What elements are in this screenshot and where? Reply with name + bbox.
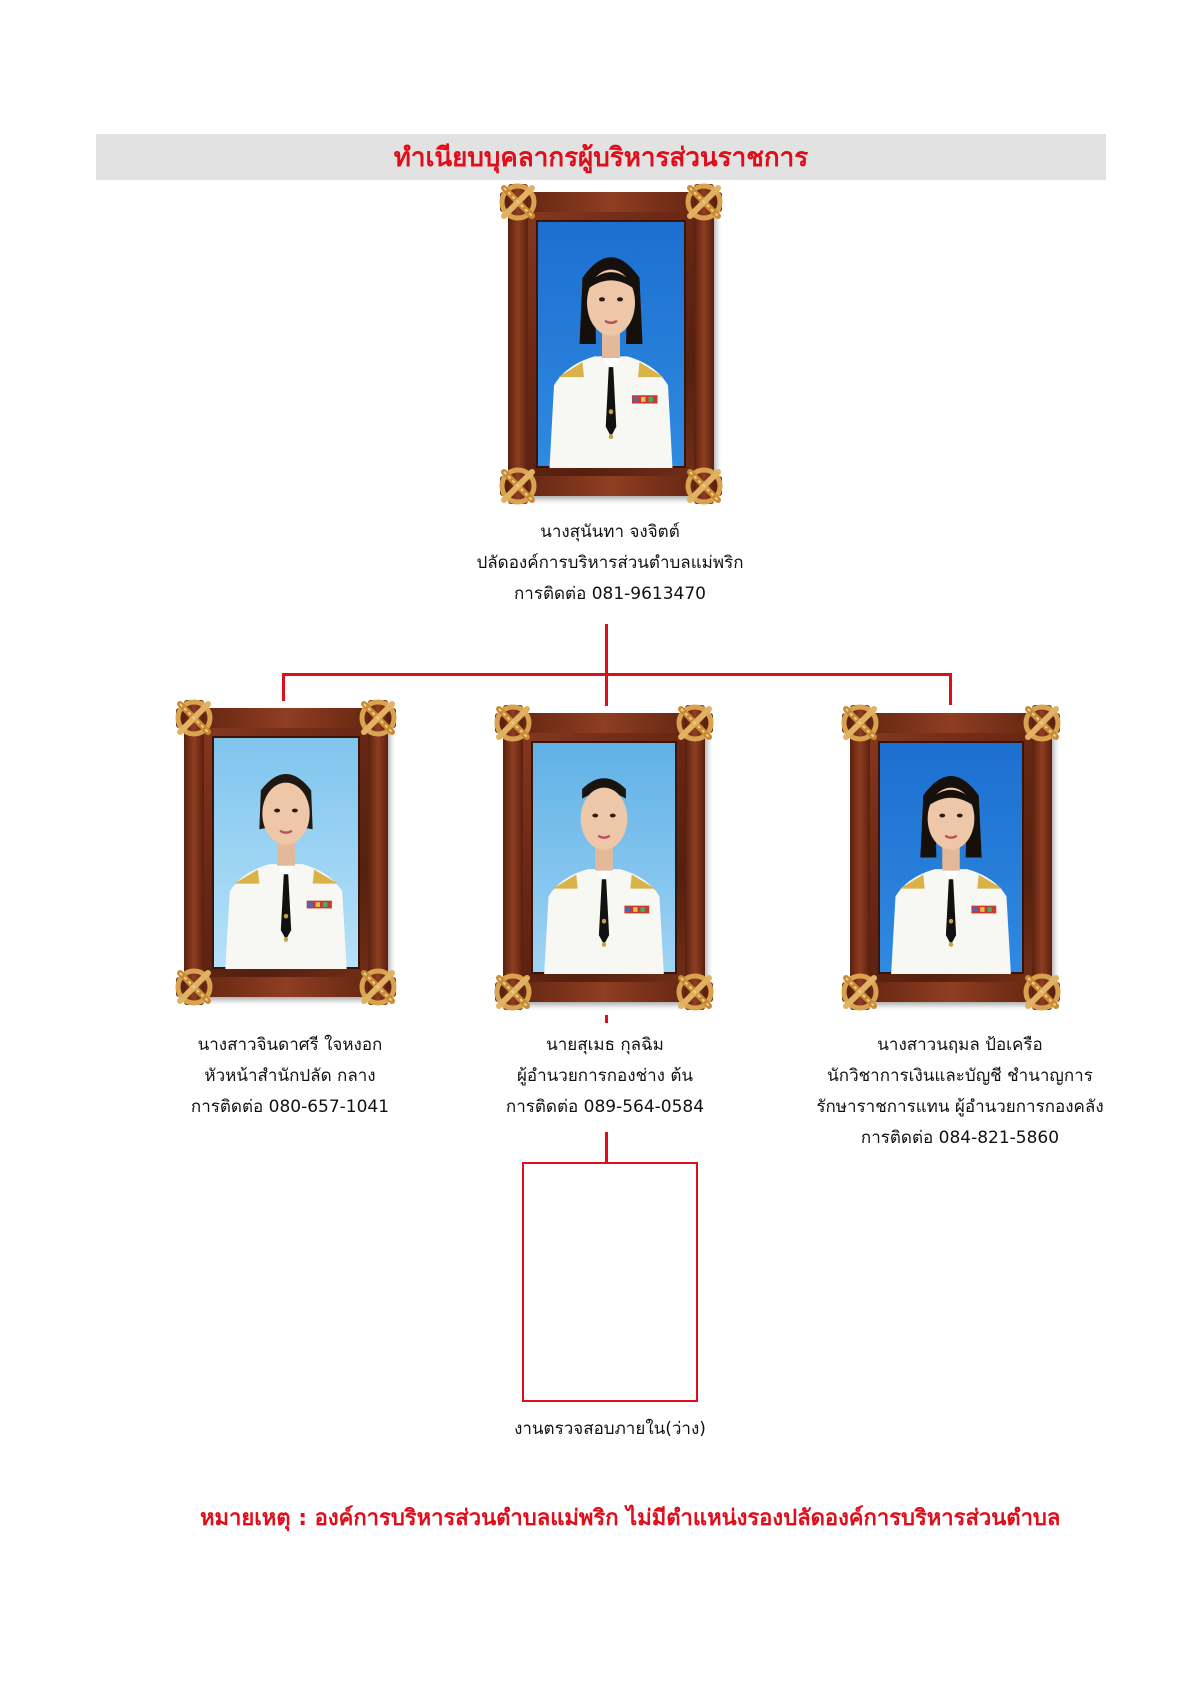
- connector-right-drop: [949, 673, 952, 705]
- top-person-position: ปลัดองค์การบริหารส่วนตำบลแม่พริก: [476, 553, 744, 573]
- frame-stick: [500, 476, 722, 496]
- connector-horizontal: [282, 673, 952, 676]
- frame-stick: [1032, 705, 1052, 1010]
- left-person-contact: การติดต่อ 080-657-1041: [190, 1097, 390, 1117]
- portrait-photo: [212, 736, 360, 969]
- connector-audit: [605, 1132, 608, 1162]
- portrait-frame-left: [174, 698, 398, 1007]
- rope-corner-icon: [840, 703, 880, 743]
- frame-stick: [495, 982, 713, 1002]
- top-person-caption: นางสุนันทา จงจิตต์ ปลัดองค์การบริหารส่วน…: [420, 517, 800, 610]
- rope-corner-icon: [675, 703, 715, 743]
- portrait-frame-center: [493, 703, 715, 1012]
- frame-stick: [685, 705, 705, 1010]
- rope-corner-icon: [493, 972, 533, 1012]
- rope-corner-icon: [675, 972, 715, 1012]
- title-bar: ทำเนียบบุคลากรผู้บริหารส่วนราชการ: [96, 134, 1106, 180]
- frame-stick: [694, 184, 714, 504]
- portrait-photo: [536, 220, 686, 468]
- right-person-position: นักวิชาการเงินและบัญชี ชำนาญการ: [827, 1066, 1093, 1086]
- top-person-name: นางสุนันทา จงจิตต์: [540, 522, 680, 542]
- rope-corner-icon: [498, 182, 538, 222]
- page-title: ทำเนียบบุคลากรผู้บริหารส่วนราชการ: [393, 142, 809, 173]
- frame-stick: [184, 700, 204, 1005]
- center-person-position: ผู้อำนวยการกองช่าง ต้น: [516, 1066, 694, 1086]
- portrait-frame-top: [498, 182, 724, 506]
- rope-corner-icon: [1022, 972, 1062, 1012]
- frame-stick: [842, 713, 1060, 733]
- center-person-contact: การติดต่อ 089-564-0584: [505, 1097, 705, 1117]
- frame-stick: [176, 708, 396, 728]
- rope-corner-icon: [498, 466, 538, 506]
- left-person-caption: นางสาวจินดาศรี ใจหงอก หัวหน้าสำนักปลัด ก…: [130, 1030, 450, 1123]
- frame-stick: [503, 705, 523, 1010]
- right-person-caption: นางสาวนฤมล ป้อเครือ นักวิชาการเงินและบัญ…: [780, 1030, 1140, 1154]
- top-person-contact: การติดต่อ 081-9613470: [514, 584, 706, 604]
- frame-stick: [842, 982, 1060, 1002]
- rope-corner-icon: [358, 698, 398, 738]
- audit-label: งานตรวจสอบภายใน(ว่าง): [514, 1419, 706, 1439]
- right-person-name: นางสาวนฤมล ป้อเครือ: [877, 1035, 1043, 1055]
- connector-center-tick: [605, 1015, 608, 1023]
- right-person-acting: รักษาราชการแทน ผู้อำนวยการกองคลัง: [816, 1097, 1104, 1117]
- rope-corner-icon: [684, 182, 724, 222]
- portrait-photo: [531, 741, 677, 974]
- frame-stick: [508, 184, 528, 504]
- frame-stick: [500, 192, 722, 212]
- audit-caption: งานตรวจสอบภายใน(ว่าง): [460, 1414, 760, 1445]
- vacant-position-box: [522, 1162, 698, 1402]
- left-person-name: นางสาวจินดาศรี ใจหงอก: [197, 1035, 383, 1055]
- frame-stick: [368, 700, 388, 1005]
- rope-corner-icon: [174, 698, 214, 738]
- connector-top-vertical: [605, 624, 608, 706]
- connector-left-drop: [282, 673, 285, 701]
- center-person-caption: นายสุเมธ กุลฉิม ผู้อำนวยการกองช่าง ต้น ก…: [450, 1030, 760, 1123]
- right-person-contact: การติดต่อ 084-821-5860: [860, 1128, 1060, 1148]
- rope-corner-icon: [840, 972, 880, 1012]
- rope-corner-icon: [1022, 703, 1062, 743]
- frame-stick: [495, 713, 713, 733]
- center-person-name: นายสุเมธ กุลฉิม: [546, 1035, 664, 1055]
- portrait-photo: [878, 741, 1024, 974]
- portrait-frame-right: [840, 703, 1062, 1012]
- left-person-position: หัวหน้าสำนักปลัด กลาง: [204, 1066, 376, 1086]
- rope-corner-icon: [358, 967, 398, 1007]
- frame-stick: [176, 977, 396, 997]
- rope-corner-icon: [174, 967, 214, 1007]
- rope-corner-icon: [684, 466, 724, 506]
- frame-stick: [850, 705, 870, 1010]
- footer-note: หมายเหตุ : องค์การบริหารส่วนตำบลแม่พริก …: [200, 1506, 1061, 1531]
- rope-corner-icon: [493, 703, 533, 743]
